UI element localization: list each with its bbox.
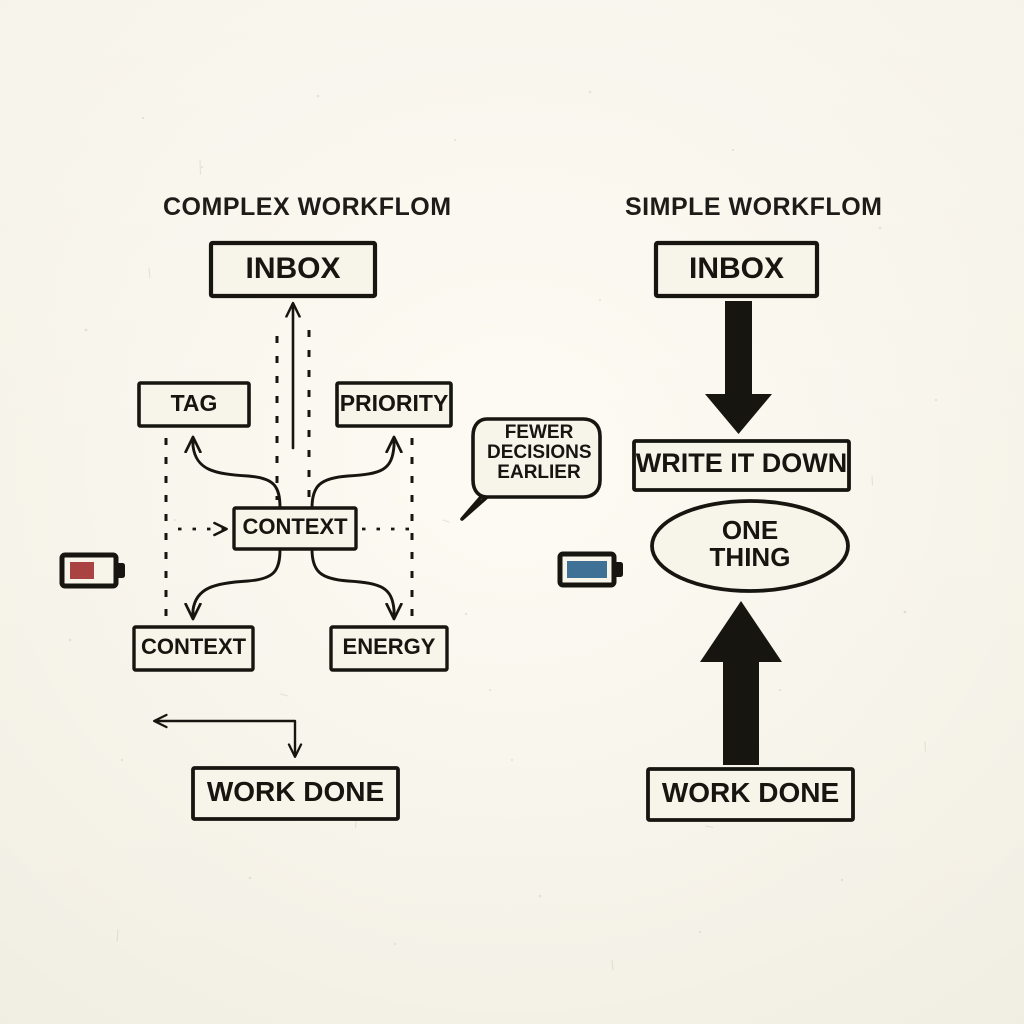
complex-energy-label: ENERGY	[342, 634, 436, 659]
complex-inbox-box	[208, 240, 378, 299]
complex-priority-node[interactable]	[335, 381, 453, 428]
simple-inbox-label: INBOX	[688, 252, 784, 285]
simple-one-thing-ellipse	[650, 499, 850, 593]
complex-tag-label: TAG	[170, 390, 218, 416]
complex-context-center-box	[232, 506, 358, 551]
battery-low-terminal	[116, 563, 125, 578]
complex-work-done-node[interactable]	[191, 766, 400, 821]
complex-context-center-label: CONTEXT	[242, 514, 348, 539]
complex-curve-context-to-context-bottom	[193, 547, 282, 618]
complex-context-center-node[interactable]	[232, 506, 358, 551]
battery-low-icon	[59, 552, 125, 589]
complex-curve-context-to-tag	[193, 438, 282, 510]
complex-inbox-label: INBOX	[245, 252, 341, 285]
callout-bubble-shape	[460, 417, 602, 521]
simple-work-done-box	[646, 767, 855, 822]
simple-work-done-label: WORK DONE	[661, 777, 840, 808]
battery-full-level	[567, 561, 607, 578]
simple-write-it-down-label: WRITE IT DOWN	[635, 448, 848, 478]
complex-context-bottom-label: CONTEXT	[140, 634, 247, 659]
complex-workflow-title: COMPLEX WORKFLOM	[163, 193, 452, 221]
simple-thick-arrow-down	[705, 301, 772, 434]
complex-context-bottom-box	[132, 625, 255, 672]
complex-curve-context-to-priority	[310, 438, 394, 510]
complex-energy-box	[329, 625, 449, 672]
battery-full-icon	[557, 551, 623, 588]
complex-priority-label: PRIORITY	[339, 390, 449, 416]
simple-workflow-title: SIMPLE WORKFLOM	[625, 193, 883, 221]
battery-low-level	[70, 562, 94, 579]
simple-one-thing-node[interactable]	[650, 499, 850, 593]
simple-inbox-node[interactable]	[653, 240, 820, 299]
simple-inbox-box	[653, 240, 820, 299]
complex-tag-box	[137, 381, 251, 428]
complex-feedback-loop-arrow	[155, 721, 295, 756]
complex-inbox-node[interactable]	[208, 240, 378, 299]
complex-energy-node[interactable]	[329, 625, 449, 672]
complex-priority-box	[335, 381, 453, 428]
complex-tag-node[interactable]	[137, 381, 251, 428]
complex-context-bottom-node[interactable]	[132, 625, 255, 672]
callout-text: FEWER DECISIONS EARLIER	[487, 422, 592, 484]
simple-one-thing-label: ONE THING	[709, 515, 791, 572]
simple-work-done-node[interactable]	[646, 767, 855, 822]
simple-thick-arrow-up	[700, 601, 782, 765]
complex-curve-context-to-energy	[310, 547, 394, 618]
simple-write-it-down-box	[632, 439, 851, 492]
complex-work-done-box	[191, 766, 400, 821]
battery-full-terminal	[614, 562, 623, 577]
callout-bubble[interactable]	[460, 417, 602, 521]
simple-write-it-down-node[interactable]	[632, 439, 851, 492]
complex-work-done-label: WORK DONE	[206, 776, 385, 807]
